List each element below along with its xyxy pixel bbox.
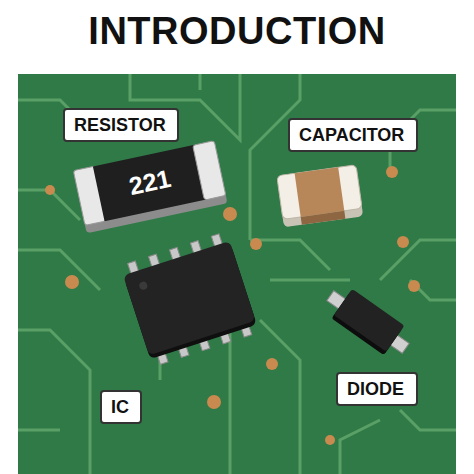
pcb-board [18,74,456,474]
page-title: INTRODUCTION [0,10,474,53]
pcb-traces [18,74,456,474]
part-name: RESISTOR [74,114,168,136]
part-label-box: DIODE [336,372,418,406]
diode-symbol [320,281,416,363]
part-name: DIODE [347,378,407,400]
part-label-box: RESISTOR [63,108,179,142]
part-name: CAPACITOR [299,124,407,146]
part-name: IC [111,396,131,418]
ic-symbol [120,231,259,366]
capacitor-symbol [277,165,363,228]
copper-pads [45,166,420,445]
resistor-symbol [73,141,227,234]
part-label-box: CAPACITOR [288,118,418,152]
part-label-box: IC [100,390,142,424]
